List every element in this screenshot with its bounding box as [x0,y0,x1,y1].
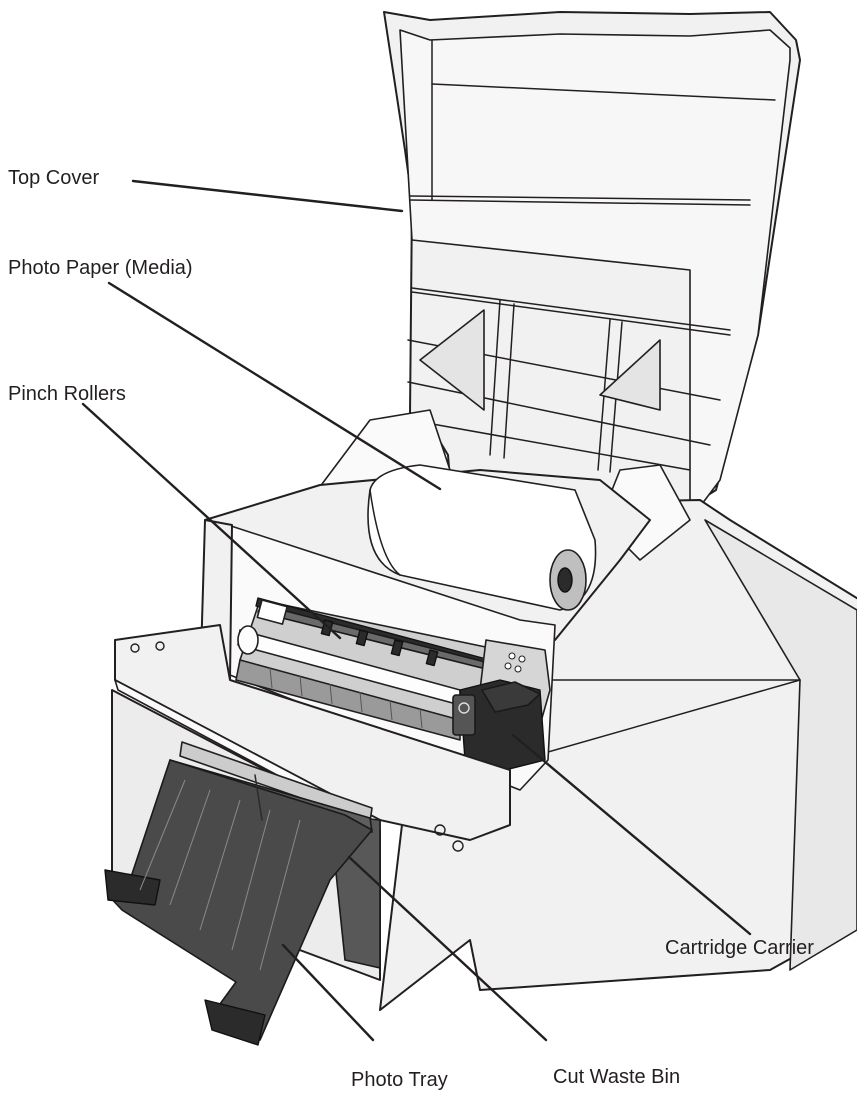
leader-cartridge-carrier [511,733,752,936]
label-photo-paper: Photo Paper (Media) [8,257,193,279]
leader-photo-tray [281,943,375,1042]
label-top-cover: Top Cover [8,167,100,189]
label-pinch-rollers: Pinch Rollers [8,383,126,405]
cartridge-carrier [452,639,551,771]
pinch-rollers [256,599,439,667]
leader-top-cover [131,179,404,213]
leader-photo-paper [107,281,442,491]
label-cartridge-carrier: Cartridge Carrier [665,937,814,959]
top-cover [383,11,801,541]
label-cut-waste-bin: Cut Waste Bin [553,1066,681,1088]
label-photo-tray: Photo Tray [351,1069,448,1091]
roll-housing [204,409,691,651]
leader-pinch-rollers [81,402,342,640]
photo-tray [104,759,373,1046]
leader-cut-waste-bin [347,855,548,1042]
